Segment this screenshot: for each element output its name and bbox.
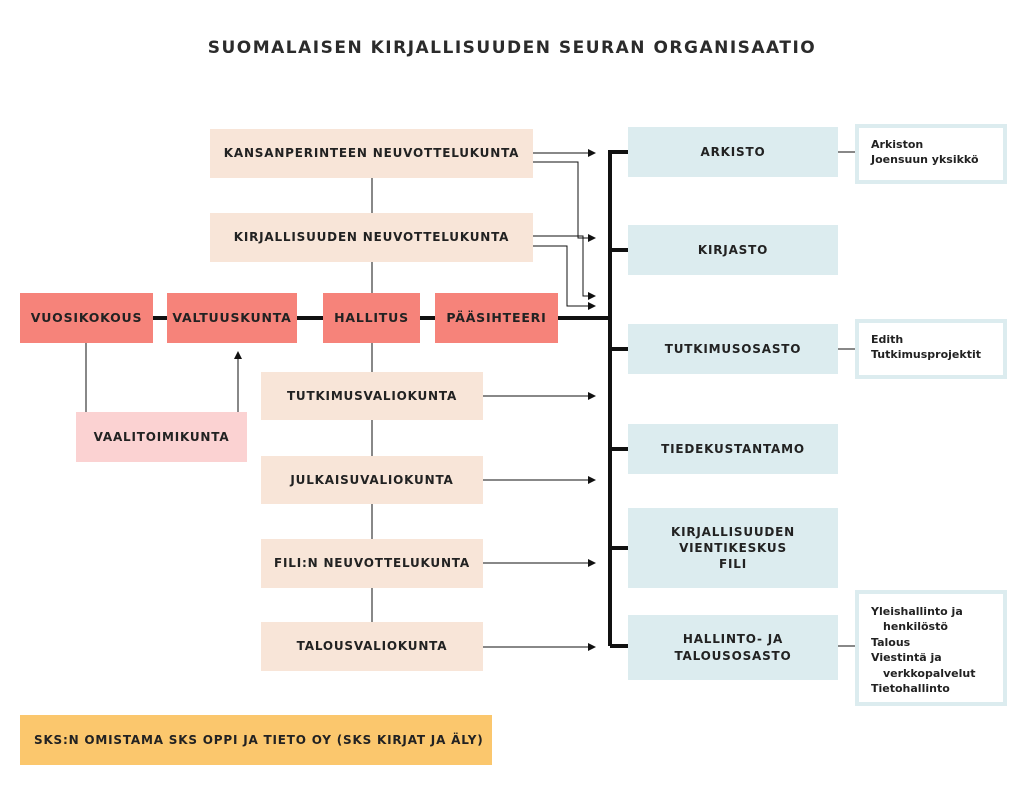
note-hallinto-line: Yleishallinto ja — [871, 605, 963, 618]
node-valtuuskunta: VALTUUSKUNTA — [167, 293, 297, 343]
unit-hallinto-line-2: TALOUSOSASTO — [674, 648, 792, 663]
node-tutkimusvaliokunta: TUTKIMUSVALIOKUNTA — [261, 372, 483, 420]
node-vuosikokous: VUOSIKOKOUS — [20, 293, 153, 343]
unit-hallinto-line-1: HALLINTO- JA — [682, 632, 784, 647]
chart-title: SUOMALAISEN KIRJALLISUUDEN SEURAN ORGANI… — [207, 38, 817, 58]
unit-tiedekustantamo: TIEDEKUSTANTAMO — [628, 424, 838, 474]
note-hallinto-line: Talous — [871, 635, 911, 649]
note-arkisto: Arkiston Joensuun yksikkö — [855, 124, 1007, 184]
unit-tutkimusosasto: TUTKIMUSOSASTO — [628, 324, 838, 374]
note-hallinto-line: verkkopalvelut — [883, 666, 976, 680]
note-arkisto-line: Joensuun yksikkö — [871, 153, 979, 167]
unit-fili-line-3: FILI — [719, 557, 747, 572]
note-hallinto: Yleishallinto ja henkilöstö Talous Viest… — [855, 590, 1007, 706]
node-kirjallisuuden-neuvottelukunta: KIRJALLISUUDEN NEUVOTTELUKUNTA — [210, 213, 533, 262]
note-tutkimus-line: Tutkimusprojektit — [871, 348, 981, 362]
note-tutkimus-line: Edith — [871, 333, 904, 346]
note-hallinto-line: henkilöstö — [883, 620, 948, 634]
note-hallinto-line: Tietohallinto — [871, 681, 950, 695]
node-fili-neuvottelukunta: FILI:N NEUVOTTELUKUNTA — [261, 539, 483, 588]
note-hallinto-line: Viestintä ja — [871, 651, 942, 665]
node-paasihteeri: PÄÄSIHTEERI — [435, 293, 558, 343]
node-kansanperinteen-neuvottelukunta: KANSANPERINTEEN NEUVOTTELUKUNTA — [210, 129, 533, 178]
note-tutkimus: Edith Tutkimusprojektit — [855, 319, 1007, 379]
unit-hallinto: HALLINTO- JA TALOUSOSASTO — [628, 615, 838, 680]
unit-arkisto: ARKISTO — [628, 127, 838, 177]
node-talousvaliokunta: TALOUSVALIOKUNTA — [261, 622, 483, 671]
node-julkaisuvaliokunta: JULKAISUVALIOKUNTA — [261, 456, 483, 504]
note-arkisto-line: Arkiston — [871, 138, 924, 151]
unit-fili-line-2: VIENTIKESKUS — [679, 540, 787, 555]
unit-fili-line-1: KIRJALLISUUDEN — [670, 524, 796, 539]
unit-kirjasto: KIRJASTO — [628, 225, 838, 275]
node-vaalitoimikunta: VAALITOIMIKUNTA — [76, 412, 247, 462]
unit-fili: KIRJALLISUUDEN VIENTIKESKUS FILI — [628, 508, 838, 588]
node-hallitus: HALLITUS — [323, 293, 420, 343]
footer-sks-oppi-ja-tieto: SKS:N OMISTAMA SKS OPPI JA TIETO OY (SKS… — [20, 715, 492, 765]
